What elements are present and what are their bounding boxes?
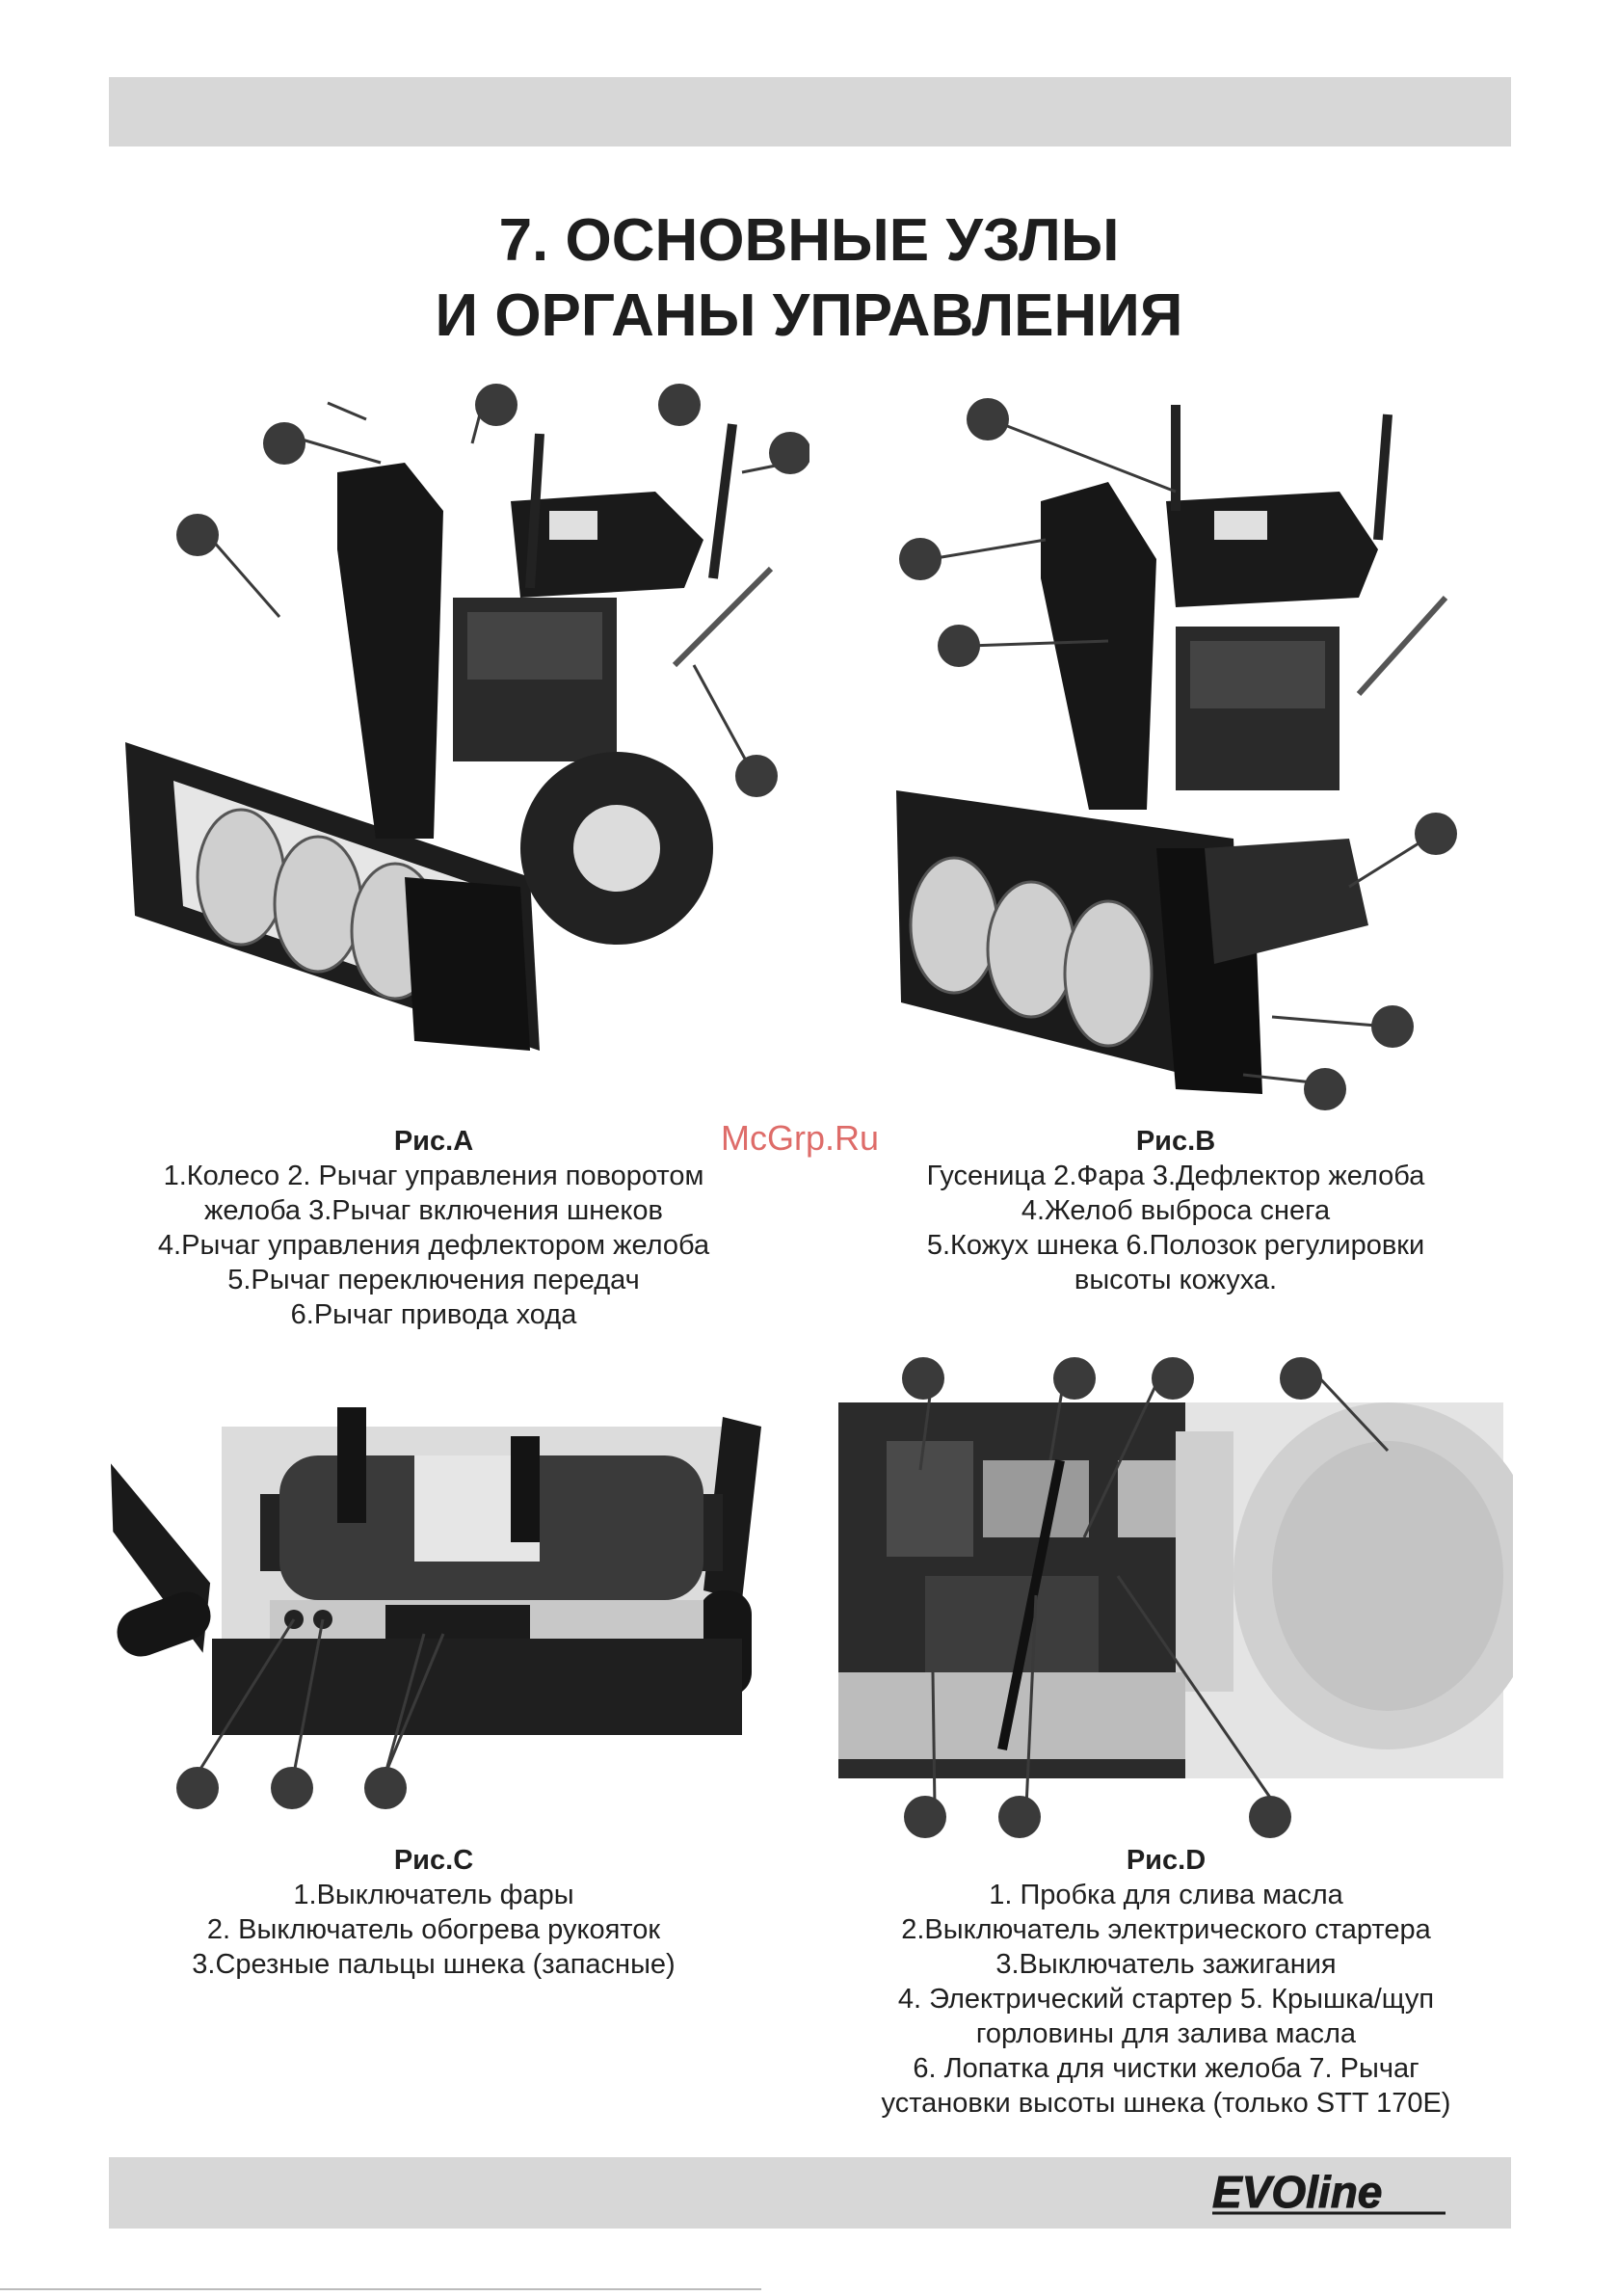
- figure-c-title: Рис.C: [393, 1845, 474, 1876]
- caption-line: 1.Выключатель фары: [293, 1880, 574, 1910]
- caption-line: установки высоты шнека (только STT 170E): [881, 2088, 1451, 2119]
- caption-line: 3.Выключатель зажигания: [995, 1949, 1337, 1980]
- figure-a-image: [116, 376, 809, 1070]
- caption-line: желоба 3.Рычаг включения шнеков: [204, 1195, 663, 1226]
- caption-line: высоты кожуха.: [1074, 1265, 1278, 1295]
- caption-line: 2. Выключатель обогрева рукояток: [206, 1914, 661, 1945]
- page-bottom-rule: [0, 2288, 761, 2290]
- caption-line: 4.Желоб выброса снега: [1021, 1195, 1331, 1226]
- caption-line: 4. Электрический стартер 5. Крышка/щуп: [897, 1984, 1435, 2015]
- figure-b-image: [887, 386, 1465, 1118]
- figure-d-caption: Рис.D 1. Пробка для слива масла 2.Выключ…: [829, 1843, 1503, 2121]
- caption-line: 6. Лопатка для чистки желоба 7. Рычаг: [913, 2053, 1419, 2084]
- header-bar: [109, 77, 1511, 147]
- figure-c-caption: Рис.C 1.Выключатель фары 2. Выключатель …: [116, 1843, 752, 1982]
- figure-b-title: Рис.B: [1135, 1126, 1216, 1157]
- caption-line: 3.Срезные пальцы шнека (запасные): [192, 1949, 676, 1980]
- figure-d-title: Рис.D: [1126, 1845, 1207, 1876]
- caption-line: Гусеница 2.Фара 3.Дефлектор желоба: [926, 1161, 1425, 1191]
- watermark: McGrp.Ru: [721, 1118, 880, 1158]
- page-title-line1: 7. ОСНОВНЫЕ УЗЛЫ: [498, 207, 1120, 274]
- caption-line: 6.Рычаг привода хода: [290, 1299, 577, 1330]
- caption-line: 1.Колесо 2. Рычаг управления поворотом: [163, 1161, 704, 1191]
- caption-line: 1. Пробка для слива масла: [989, 1880, 1343, 1910]
- caption-line: 5.Кожух шнека 6.Полозок регулировки: [926, 1230, 1425, 1261]
- footer-bar: [109, 2157, 1511, 2229]
- figure-c-image: [106, 1349, 781, 1812]
- logo-text: EVOline: [1212, 2167, 1382, 2217]
- caption-line: горловины для залива масла: [975, 2018, 1357, 2049]
- caption-line: 5.Рычаг переключения передач: [227, 1265, 640, 1295]
- figure-a-caption: Рис.A 1.Колесо 2. Рычаг управления повор…: [116, 1124, 752, 1332]
- figure-b-caption: Рис.B Гусеница 2.Фара 3.Дефлектор желоба…: [858, 1124, 1494, 1297]
- caption-line: 4.Рычаг управления дефлектором желоба: [157, 1230, 710, 1261]
- evoline-logo: EVOline: [1205, 2163, 1474, 2221]
- page-title-line2: И ОРГАНЫ УПРАВЛЕНИЯ: [435, 282, 1183, 349]
- figure-d-image: [829, 1345, 1513, 1846]
- caption-line: 2.Выключатель электрического стартера: [901, 1914, 1431, 1945]
- figure-a-title: Рис.A: [393, 1126, 474, 1157]
